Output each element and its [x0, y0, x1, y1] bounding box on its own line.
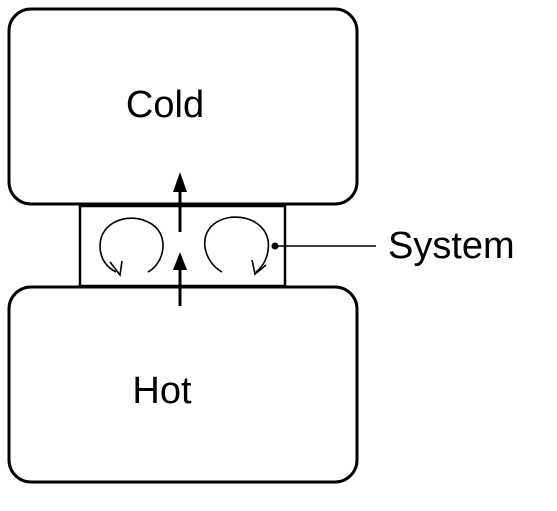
cold-reservoir-box	[7, 7, 359, 206]
hot-label: Hot	[132, 370, 192, 412]
arrow-up-icon	[173, 172, 187, 306]
cold-reservoir: Cold	[7, 7, 359, 206]
cold-label: Cold	[126, 84, 204, 126]
hot-reservoir: Hot	[7, 285, 359, 484]
system-callout: System	[271, 225, 515, 267]
system-label: System	[388, 225, 515, 267]
circular-arrow-icon	[99, 216, 270, 277]
